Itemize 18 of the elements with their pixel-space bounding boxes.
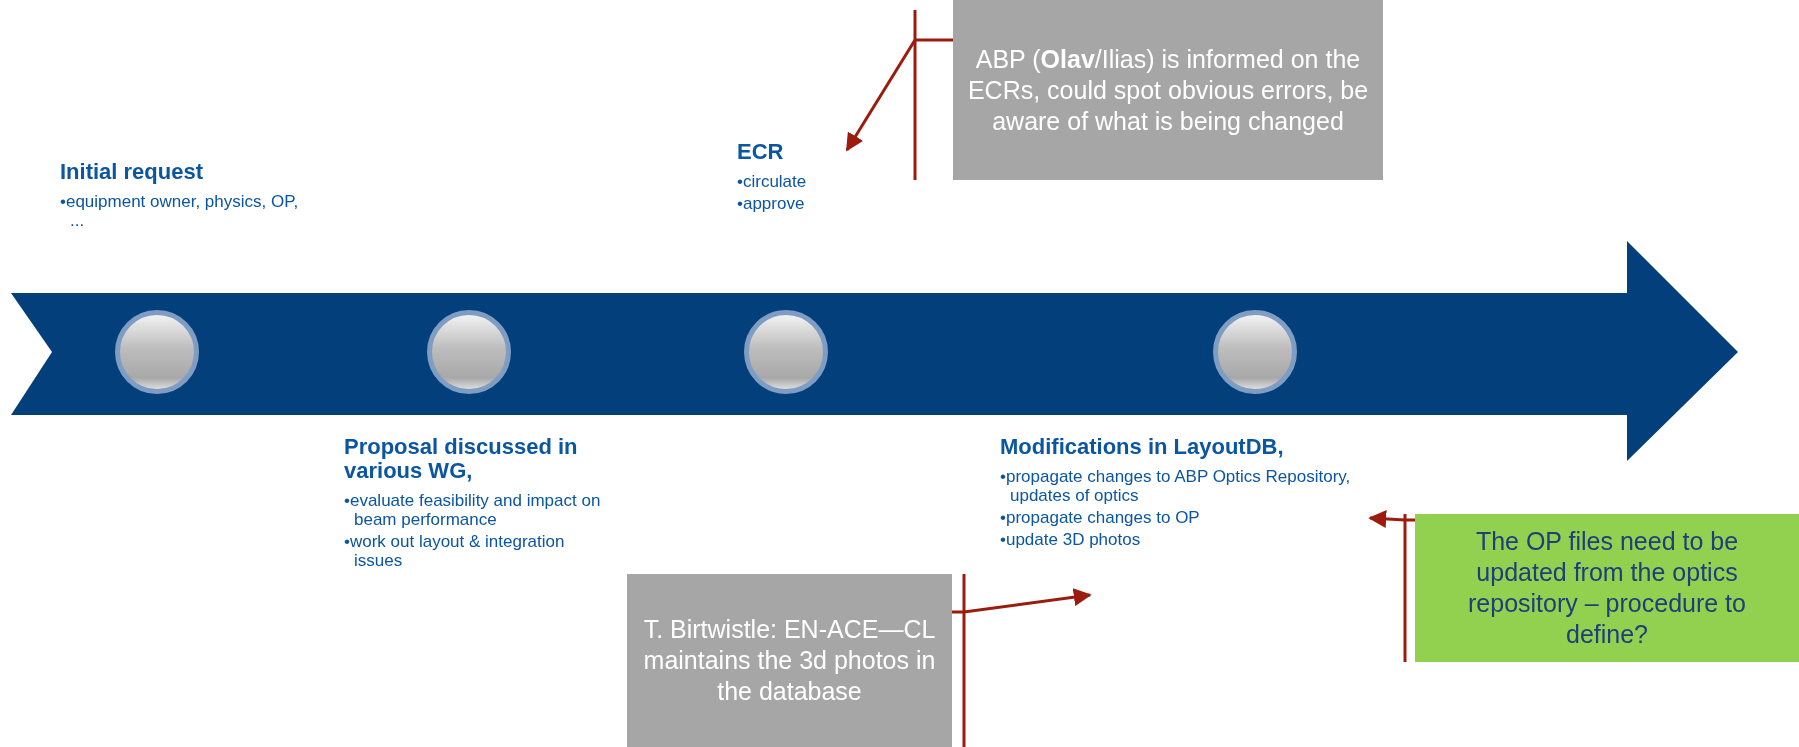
stage-heading: Proposal discussed in various WG, [344,435,579,483]
stage-heading: Initial request [60,160,205,184]
bullet-item: •evaluate feasibility and impact on beam performance [344,491,602,529]
bullet-item: •propagate changes to OP [1000,508,1201,527]
arrow [845,38,953,152]
callout-box: T. Birtwistle: EN-ACE—CL maintains the 3d photos in the database [627,574,952,747]
stage-heading: ECR [737,140,785,164]
bullet-item: •approve [737,194,806,213]
bullet-item: •propagate changes to ABP Optics Repository, updates of optics [1000,467,1352,505]
arrow [952,588,1092,614]
stage-heading: Modifications in LayoutDB, [1000,435,1285,459]
bullet-item: •equipment owner, physics, OP, ... [60,192,300,230]
bullet-item: •update 3D photos [1000,530,1142,549]
callout-box: ABP (Olav/Ilias) is informed on the ECRs, could spot obvious errors, be aware of what is being changed [953,0,1383,180]
bullet-item: •work out layout & integration issues [344,532,566,570]
arrow [1368,509,1415,528]
callout-box: The OP files need to be updated from the optics repository – procedure to define? [1415,514,1799,662]
bullet-item: •circulate [737,172,808,191]
